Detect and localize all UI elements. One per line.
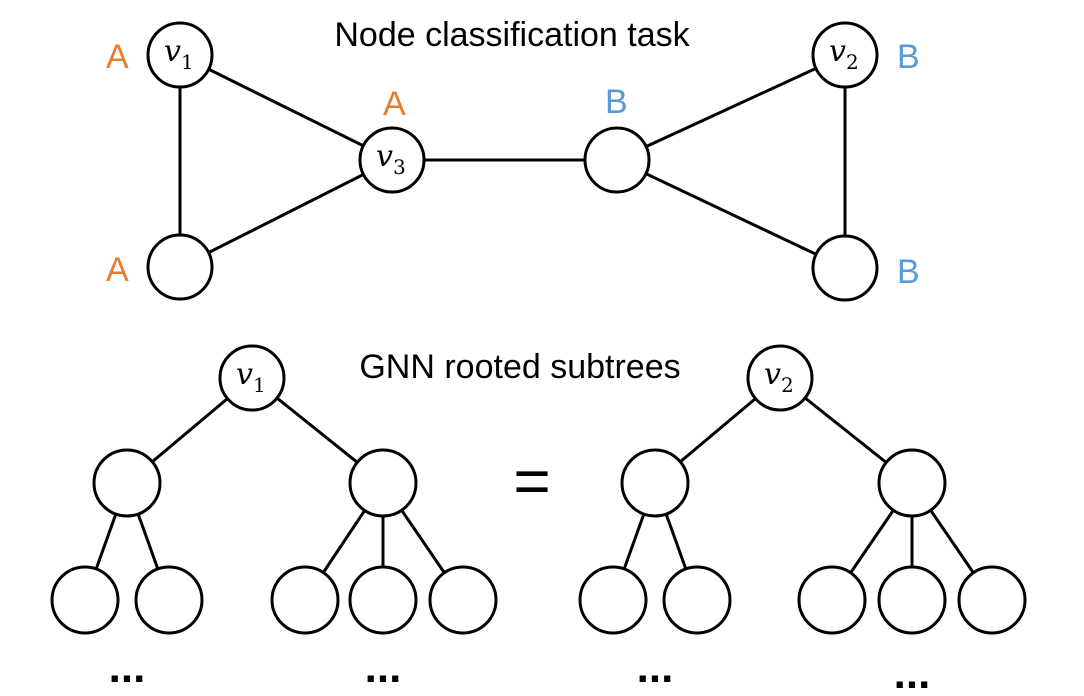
node-bottom-right xyxy=(811,234,879,302)
node-v2-symbol: v2 xyxy=(829,34,859,74)
graph-node-symbols: v1 v3 v2 xyxy=(164,34,859,179)
graph-edges xyxy=(178,53,847,270)
node-bottom-left xyxy=(146,233,214,301)
ellipsis: ... xyxy=(365,643,402,692)
left-root-node xyxy=(218,344,286,412)
label-center-right: B xyxy=(605,83,628,121)
edge-center-right-v2 xyxy=(616,53,846,162)
label-bottom-right: B xyxy=(897,253,920,291)
tree-node xyxy=(877,448,947,518)
node-v1 xyxy=(146,21,214,89)
tree-leaf xyxy=(134,565,204,635)
graph-title: Node classification task xyxy=(334,16,690,54)
equals-sign: = xyxy=(513,445,550,517)
tree-leaf xyxy=(270,565,340,635)
label-bottom-left: A xyxy=(106,251,129,289)
tree-leaf xyxy=(50,565,120,635)
tree-leaf xyxy=(578,565,648,635)
node-v3 xyxy=(358,126,426,194)
ellipsis: ... xyxy=(109,643,146,692)
tree-leaf xyxy=(877,565,947,635)
class-labels: A A A B B B xyxy=(106,38,920,291)
tree-leaf xyxy=(348,565,418,635)
ellipsis: ... xyxy=(637,643,674,692)
right-tree-nodes xyxy=(578,344,1027,635)
edge-center-right-bottom-right xyxy=(616,158,846,270)
node-center-right xyxy=(583,126,651,194)
right-root-symbol: v2 xyxy=(764,357,794,397)
node-v2 xyxy=(811,21,879,89)
right-root-node xyxy=(746,344,814,412)
ellipsis: ... xyxy=(894,649,931,696)
tree-leaf xyxy=(662,565,732,635)
subtrees-title: GNN rooted subtrees xyxy=(359,348,680,386)
node-v1-symbol: v1 xyxy=(164,34,194,74)
tree-node xyxy=(620,448,690,518)
tree-leaf xyxy=(428,565,498,635)
edge-v1-v3 xyxy=(179,53,393,162)
label-v3: A xyxy=(383,85,406,123)
tree-leaf xyxy=(957,565,1027,635)
tree-leaf xyxy=(797,565,867,635)
edge-bottom-left-v3 xyxy=(179,158,393,269)
ellipses: ... ... ... ... xyxy=(109,643,931,696)
graph-nodes xyxy=(146,21,879,302)
node-v3-symbol: v3 xyxy=(376,139,406,179)
left-tree-nodes xyxy=(50,344,498,635)
tree-node xyxy=(92,448,162,518)
tree-node xyxy=(348,448,418,518)
label-v1: A xyxy=(106,38,129,76)
label-v2: B xyxy=(897,38,920,76)
left-root-symbol: v1 xyxy=(236,357,266,397)
